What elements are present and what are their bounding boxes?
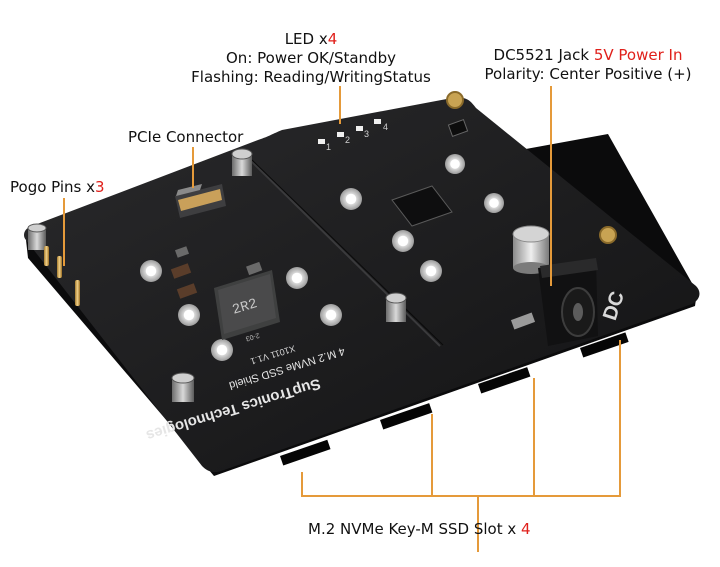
ssd-prefix: M.2 NVMe Key-M SSD Slot x <box>308 520 522 538</box>
pogo-label: Pogo Pins x3 <box>10 178 105 197</box>
pcie-label: PCIe Connector <box>128 128 243 147</box>
led-number-3: 3 <box>364 129 369 139</box>
led-title: LED x4 <box>175 30 447 49</box>
mounting-holes <box>140 154 504 361</box>
led-label: LED x4 On: Power OK/Standby Flashing: Re… <box>175 30 447 87</box>
pogo-pins <box>44 246 80 306</box>
callout-lines <box>63 86 621 552</box>
controller-chip <box>391 185 453 227</box>
led-number-2: 2 <box>345 135 350 145</box>
led-line-1: On: Power OK/Standby <box>226 49 396 67</box>
dc-jack-line-2: Polarity: Center Positive (+) <box>484 65 692 83</box>
led-indicators: 1 2 3 4 <box>318 119 388 152</box>
dc-jack-label: DC5521 Jack 5V Power In Polarity: Center… <box>468 46 708 84</box>
inductor-label: 2R2 <box>231 296 260 319</box>
ssd-count: 4 <box>521 520 531 538</box>
pcie-text: PCIe Connector <box>128 128 244 146</box>
dc-jack-highlight: 5V Power In <box>593 46 683 64</box>
board-split <box>249 159 441 347</box>
led-title-prefix: LED x <box>284 30 328 48</box>
silk-line-4: 2-03 <box>245 331 261 342</box>
ssd-label: M.2 NVMe Key-M SSD Slot x 4 <box>308 520 531 539</box>
pogo-count: 3 <box>95 178 105 196</box>
led-line-2: Flashing: Reading/WritingStatus <box>191 68 431 86</box>
dc-jack-prefix: DC5521 Jack <box>493 46 594 64</box>
standoffs <box>27 148 407 402</box>
led-number-1: 1 <box>326 142 331 152</box>
dc-jack: DC <box>538 258 629 346</box>
capacitor <box>512 225 550 274</box>
led-number-4: 4 <box>383 122 388 132</box>
ssd-slot-connectors <box>280 332 629 466</box>
gold-pad <box>446 91 464 109</box>
ssd-callout-line <box>301 340 621 552</box>
dc-jack-line-1: DC5521 Jack 5V Power In <box>468 46 708 65</box>
pcie-fpc-connector <box>175 184 226 218</box>
passive-components <box>170 118 536 330</box>
pogo-prefix: Pogo Pins x <box>10 178 96 196</box>
led-count: 4 <box>327 30 338 48</box>
inductor: 2R2 <box>214 270 280 340</box>
